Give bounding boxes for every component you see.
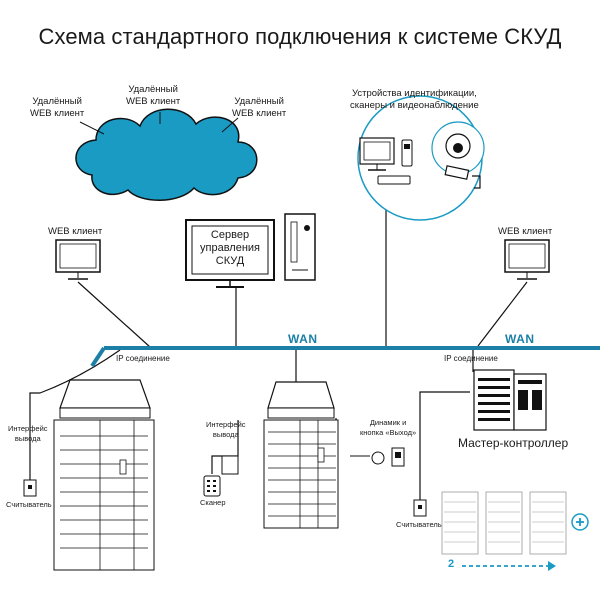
ip-label-1: IP соединение	[116, 354, 170, 363]
reader-right-label: Считыватель	[396, 520, 442, 529]
wan-label-2: WAN	[505, 332, 535, 346]
interface-mid-device	[221, 455, 239, 475]
turnstile-mid	[263, 381, 339, 529]
devices-label: Устройства идентификации,сканеры и видео…	[350, 88, 479, 111]
master-controller-label: Мастер-контроллер	[458, 436, 569, 450]
link-left-turnstile	[29, 349, 121, 480]
web-client-right-label: WEB клиент	[498, 226, 553, 237]
ip-label-2: IP соединение	[444, 354, 498, 363]
turnstile-group	[441, 491, 567, 555]
cloud-shape	[75, 108, 258, 201]
web-client-left-label: WEB клиент	[48, 226, 103, 237]
link-right-client	[477, 281, 528, 347]
count-label: 2	[448, 558, 455, 570]
scanner-label: Сканер	[200, 498, 226, 507]
wan-label-1: WAN	[288, 332, 318, 346]
link-left-client	[77, 281, 151, 348]
turnstile-left	[53, 379, 155, 571]
master-controller-device	[473, 369, 547, 431]
speaker-device	[371, 451, 385, 465]
link-reader-right	[419, 391, 470, 500]
reader-left-label: Считыватель	[6, 500, 52, 509]
diagram-title: Схема стандартного подключения к системе…	[38, 24, 562, 49]
scanner-device	[203, 475, 221, 497]
